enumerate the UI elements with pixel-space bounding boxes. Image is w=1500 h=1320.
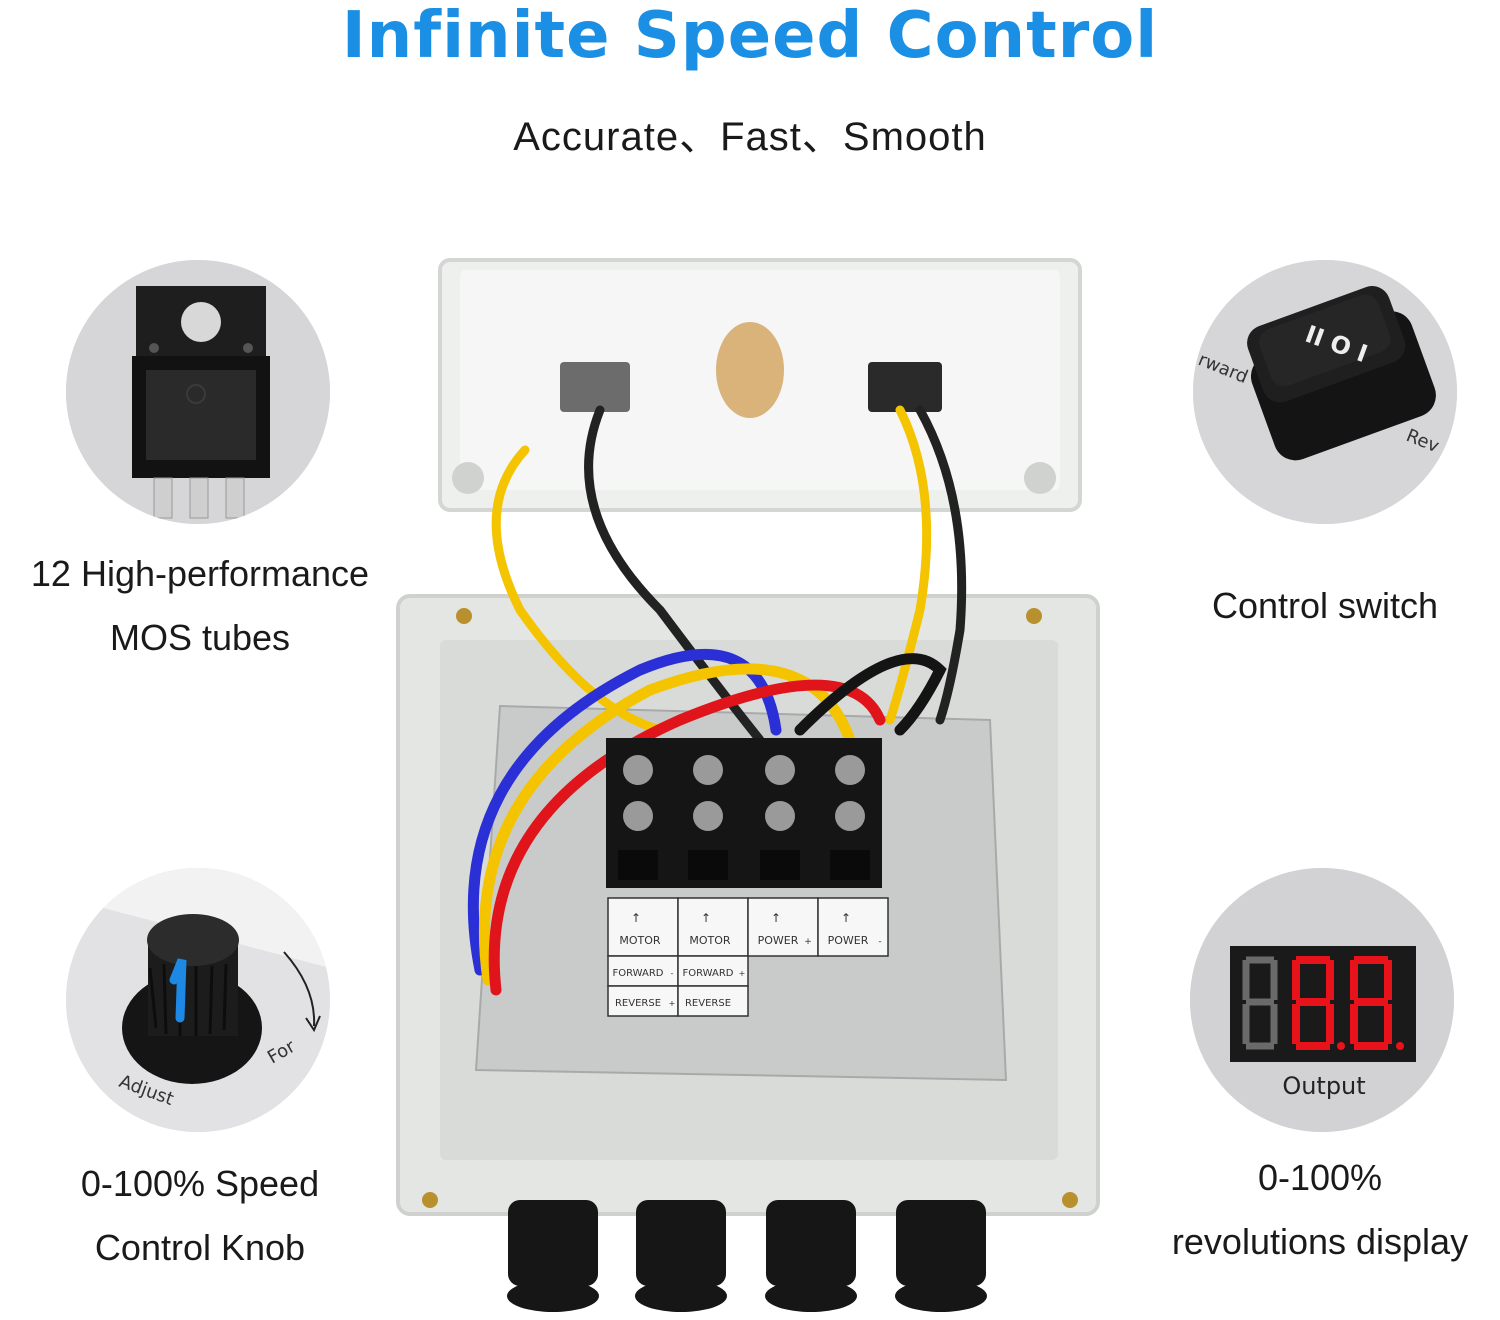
page-title: Infinite Speed Control bbox=[341, 0, 1159, 73]
svg-text:↑: ↑ bbox=[841, 911, 851, 925]
switch-caption-line1: Control switch bbox=[1211, 585, 1439, 626]
terminal-forward-2-sign: + bbox=[739, 969, 746, 978]
switch-caption: Control switch bbox=[1150, 574, 1500, 638]
led-display-icon: Output bbox=[1190, 868, 1454, 1132]
terminal-col-4: POWER bbox=[828, 934, 869, 947]
display-caption-line2: revolutions display bbox=[1171, 1221, 1469, 1262]
terminal-col-3: POWER bbox=[758, 934, 799, 947]
terminal-col-4-sign: - bbox=[878, 937, 881, 947]
display-caption: 0-100% revolutions display bbox=[1140, 1146, 1500, 1274]
svg-text:↑: ↑ bbox=[771, 911, 781, 925]
page-subtitle: Accurate、Fast、Smooth bbox=[513, 115, 987, 159]
terminal-forward-1: FORWARD bbox=[613, 968, 664, 979]
svg-text:↑: ↑ bbox=[631, 911, 641, 925]
speed-knob-icon: Adjust For bbox=[66, 868, 330, 1132]
terminal-col-3-sign: + bbox=[804, 937, 812, 947]
terminal-forward-1-sign: - bbox=[671, 969, 674, 978]
display-caption-line1: 0-100% bbox=[1257, 1157, 1383, 1198]
terminal-reverse-1-sign: + bbox=[669, 999, 676, 1008]
mos-transistor-icon bbox=[66, 260, 330, 524]
terminal-col-1: MOTOR bbox=[619, 934, 661, 947]
terminal-forward-2: FORWARD bbox=[683, 968, 734, 979]
controller-enclosure: ↑ ↑ ↑ ↑ MOTOR MOTOR POWER POWER + - FORWARD… bbox=[380, 250, 1140, 1320]
terminal-reverse-2: REVERSE bbox=[685, 998, 731, 1009]
terminal-col-2: MOTOR bbox=[689, 934, 731, 947]
mos-caption-line2: MOS tubes bbox=[109, 617, 291, 658]
knob-caption: 0-100% Speed Control Knob bbox=[0, 1152, 400, 1280]
mos-caption-line1: 12 High-performance bbox=[30, 553, 370, 594]
rocker-switch-icon: II O I rward Rev bbox=[1193, 260, 1457, 524]
display-label: Output bbox=[1282, 1072, 1365, 1100]
knob-caption-line1: 0-100% Speed bbox=[80, 1163, 320, 1204]
knob-caption-line2: Control Knob bbox=[94, 1227, 306, 1268]
terminal-reverse-1: REVERSE bbox=[615, 998, 661, 1009]
svg-text:↑: ↑ bbox=[701, 911, 711, 925]
mos-caption: 12 High-performance MOS tubes bbox=[0, 542, 400, 670]
